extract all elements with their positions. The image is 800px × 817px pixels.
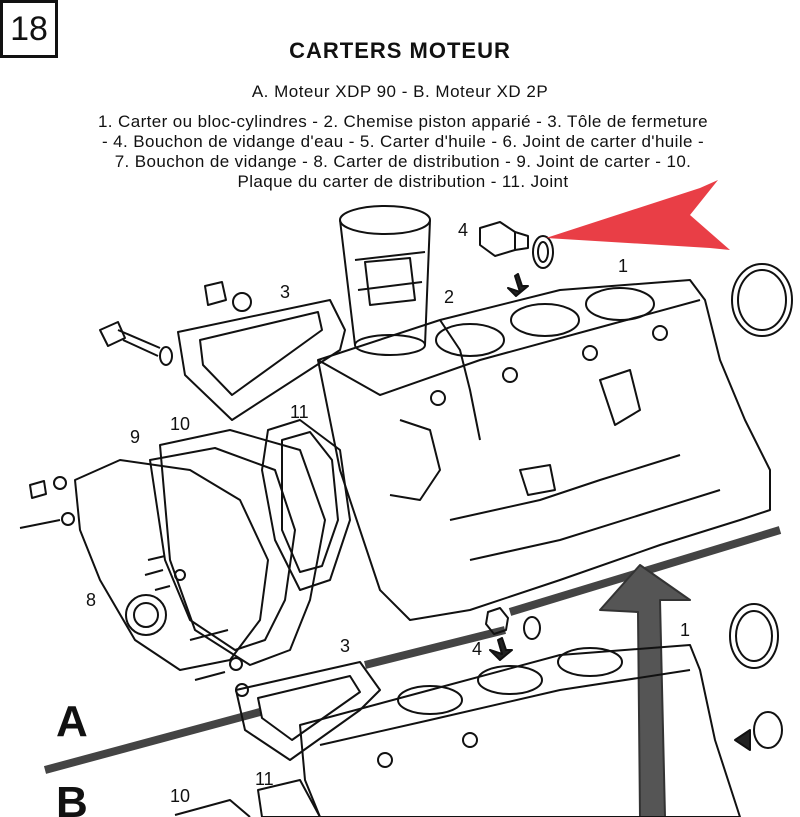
bolt-left-top (99, 321, 161, 357)
drain-plug-top (479, 221, 554, 269)
callout-11-low: 11 (255, 769, 274, 789)
seal-ring-top (731, 263, 793, 337)
callout-1-low: 1 (680, 620, 690, 640)
page-subtitle: A. Moteur XDP 90 - B. Moteur XD 2P (251, 82, 549, 101)
page-number-badge: 18 (0, 0, 58, 58)
legend-line-3: 7. Bouchon de vidange - 8. Carter de dis… (114, 152, 692, 171)
cylinder-liner-piston (339, 205, 431, 356)
callout-8: 8 (86, 590, 96, 610)
red-annotation-arrow (546, 180, 730, 250)
gasket-9 (149, 447, 296, 651)
timing-cover-8 (74, 459, 269, 671)
legend-line-4: Plaque du carter de distribution - 11. J… (237, 172, 569, 191)
closing-plate-bottom (235, 661, 381, 761)
legend-line-1: 1. Carter ou bloc-cylindres - 2. Chemise… (97, 112, 709, 131)
transition-arrow (599, 564, 691, 817)
engine-block-top (317, 279, 771, 621)
distribution-plate-10 (159, 429, 326, 666)
callout-10-top: 10 (170, 414, 190, 434)
gasket-11-top (261, 419, 351, 591)
callout-4-top: 4 (458, 220, 468, 240)
legend-line-2: - 4. Bouchon de vidange d'eau - 5. Carte… (101, 132, 705, 151)
callout-3-low: 3 (340, 636, 350, 656)
callout-1-top: 1 (618, 256, 628, 276)
callout-9: 9 (130, 427, 140, 447)
callout-4-low: 4 (472, 639, 482, 659)
parts-legend: 1. Carter ou bloc-cylindres - 2. Chemise… (18, 112, 788, 192)
callout-10-low: 10 (170, 786, 190, 806)
callout-11-top: 11 (290, 402, 309, 422)
page-title: CARTERS MOTEUR (289, 38, 511, 63)
engine-block-bottom (299, 644, 741, 817)
callout-3-top: 3 (280, 282, 290, 302)
closing-plate-top (177, 299, 346, 421)
callout-2: 2 (444, 287, 454, 307)
section-label-a: A (56, 697, 88, 746)
section-label-b: B (56, 778, 88, 817)
